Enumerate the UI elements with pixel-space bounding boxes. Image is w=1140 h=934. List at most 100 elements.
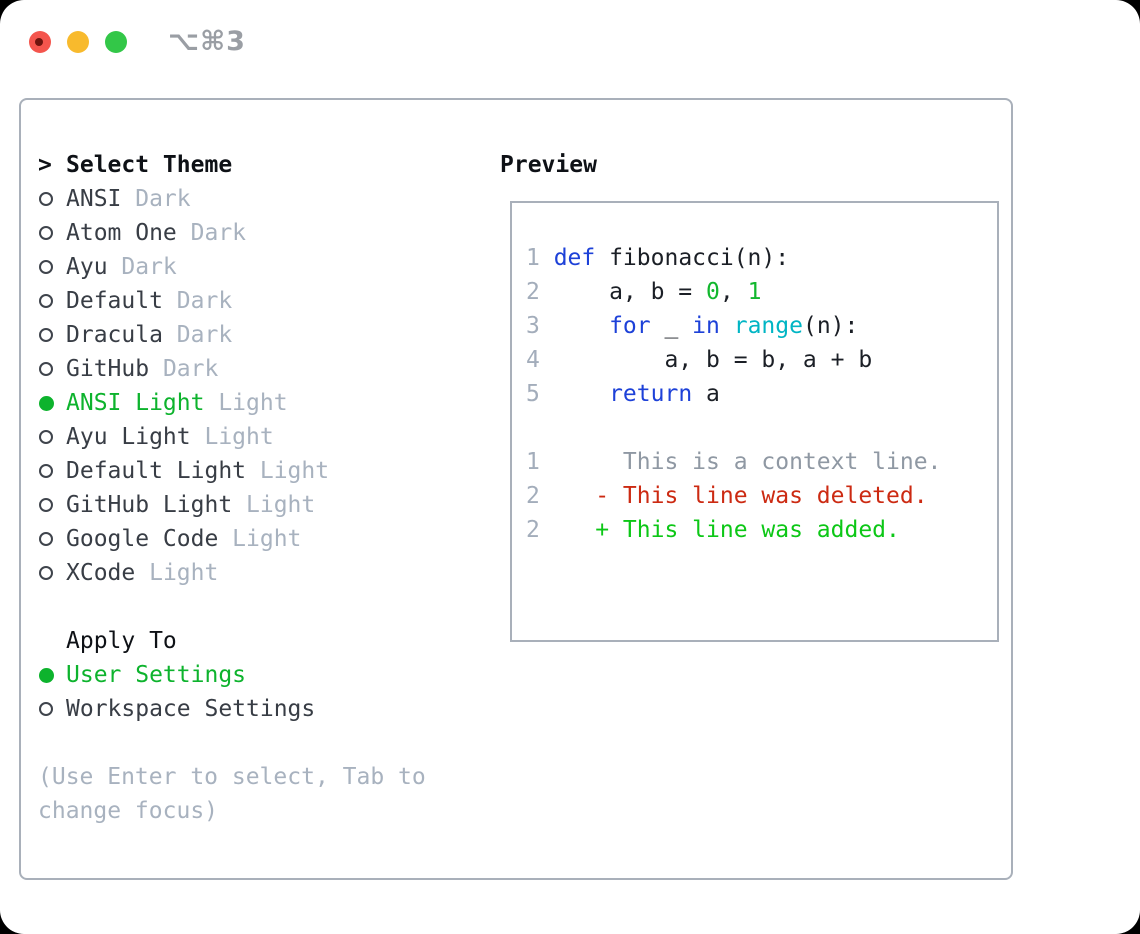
- token-plain: (n):: [802, 313, 859, 339]
- radio-unselected-icon[interactable]: [39, 430, 53, 444]
- option-variant-tag: Dark: [176, 322, 233, 348]
- theme-option[interactable]: Default Dark: [38, 284, 426, 318]
- apply-to-title: Apply To: [66, 628, 177, 654]
- radio-unselected-icon[interactable]: [39, 532, 53, 546]
- radio-unselected-icon[interactable]: [39, 362, 53, 376]
- radio-cell: [38, 702, 66, 716]
- close-dot-icon: [35, 37, 43, 46]
- radio-unselected-icon[interactable]: [39, 260, 53, 274]
- line-number: 5: [526, 381, 540, 407]
- option-variant-tag: Light: [232, 526, 302, 552]
- option-variant-tag: Light: [259, 458, 330, 484]
- option-variant-tag: Dark: [135, 186, 191, 212]
- theme-option[interactable]: Google Code Light: [38, 522, 426, 556]
- radio-cell: [38, 362, 66, 376]
- radio-cell: [38, 226, 66, 240]
- option-label: XCode: [66, 560, 136, 586]
- token-plain: a: [692, 381, 720, 407]
- radio-cell: [38, 395, 66, 411]
- token-plain: [554, 381, 609, 407]
- preview-blank-line: [526, 411, 997, 445]
- line-number: 3: [526, 313, 540, 339]
- radio-unselected-icon[interactable]: [39, 294, 53, 308]
- radio-cell: [38, 498, 66, 512]
- option-label: Ayu: [66, 254, 108, 280]
- option-variant-tag: Light: [204, 424, 274, 450]
- radio-cell: [38, 260, 66, 274]
- apply-to-option[interactable]: User Settings: [38, 658, 426, 692]
- option-variant-tag: Light: [246, 492, 316, 518]
- apply-to-header-row: Apply To: [38, 624, 426, 658]
- theme-option[interactable]: Atom One Dark: [38, 216, 426, 250]
- theme-option[interactable]: GitHub Dark: [38, 352, 426, 386]
- option-label: ANSI: [66, 186, 122, 212]
- radio-unselected-icon[interactable]: [39, 566, 53, 580]
- theme-option[interactable]: ANSI Dark: [38, 182, 426, 216]
- code-line: 5 return a: [526, 377, 997, 411]
- close-button[interactable]: [29, 30, 51, 53]
- token-keyword: in: [692, 313, 720, 339]
- radio-unselected-icon[interactable]: [39, 192, 53, 206]
- line-number: 4: [526, 347, 540, 373]
- token-plain: a, b = b, a + b: [553, 347, 873, 373]
- diff-line: 2 - This line was deleted.: [526, 479, 997, 513]
- diff-line: 1 This is a context line.: [526, 445, 997, 479]
- radio-cell: [38, 464, 66, 478]
- radio-unselected-icon[interactable]: [39, 464, 53, 478]
- radio-cell: [38, 294, 66, 308]
- option-label: Default Light: [66, 458, 247, 484]
- token-number: 1: [747, 279, 762, 305]
- code-line: 3 for _ in range(n):: [526, 309, 997, 343]
- option-label: User Settings: [66, 662, 247, 688]
- radio-unselected-icon[interactable]: [39, 226, 53, 240]
- minimize-button[interactable]: [67, 30, 89, 53]
- radio-selected-icon[interactable]: [39, 395, 54, 411]
- token-context: This is a context line.: [553, 449, 942, 475]
- option-label: Google Code: [66, 526, 219, 552]
- option-label: GitHub: [66, 356, 150, 382]
- option-label: Atom One: [66, 220, 177, 246]
- token-number: 0: [706, 279, 720, 305]
- token-plain: [720, 313, 734, 339]
- focus-caret-icon: >: [38, 152, 52, 178]
- diff-preview: 1 This is a context line.2 - This line w…: [526, 445, 997, 547]
- theme-option[interactable]: Default Light Light: [38, 454, 426, 488]
- radio-selected-icon[interactable]: [39, 667, 54, 683]
- help-line-2: change focus): [38, 798, 219, 824]
- option-label: Workspace Settings: [66, 696, 316, 722]
- radio-cell: [38, 566, 66, 580]
- option-variant-tag: Dark: [176, 288, 233, 314]
- token-deleted: - This line was deleted.: [595, 483, 928, 509]
- radio-cell: [38, 430, 66, 444]
- option-variant-tag: Dark: [190, 220, 247, 246]
- code-line: 4 a, b = b, a + b: [526, 343, 997, 377]
- radio-cell: [38, 667, 66, 683]
- option-label: Default: [66, 288, 163, 314]
- apply-to-option[interactable]: Workspace Settings: [38, 692, 426, 726]
- radio-unselected-icon[interactable]: [39, 498, 53, 512]
- titlebar: ⌥⌘3: [29, 26, 246, 57]
- token-plain: _: [650, 313, 693, 339]
- token-plain: [554, 517, 596, 543]
- radio-unselected-icon[interactable]: [39, 702, 53, 716]
- radio-unselected-icon[interactable]: [39, 328, 53, 342]
- token-keyword: def: [553, 245, 596, 271]
- line-number: 1: [526, 245, 540, 271]
- token-added: + This line was added.: [595, 517, 900, 543]
- zoom-button[interactable]: [105, 30, 127, 53]
- option-label: ANSI Light: [66, 390, 205, 416]
- option-variant-tag: Dark: [162, 356, 219, 382]
- token-keyword: for: [609, 313, 651, 339]
